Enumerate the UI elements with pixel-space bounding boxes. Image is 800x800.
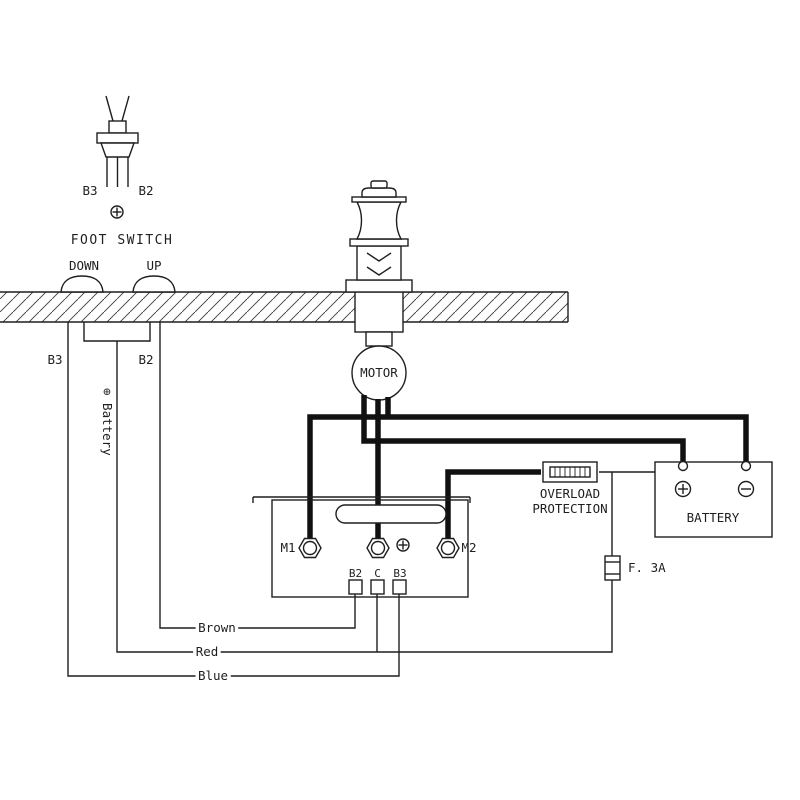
- terminal-c: [370, 579, 385, 595]
- down-label: DOWN: [69, 258, 99, 273]
- control-box-slot: [335, 504, 447, 524]
- down-button[interactable]: [60, 275, 104, 293]
- up-button[interactable]: [132, 275, 176, 293]
- battery-negative-icon: [737, 480, 755, 498]
- foot-switch-title: FOOT SWITCH: [71, 233, 174, 248]
- plug-terminal-b2-label: B2: [138, 183, 153, 198]
- battery-body: [654, 461, 773, 538]
- battery-feed-wire-label: ⊕ Battery: [100, 388, 115, 456]
- cable-motor-battery-positive: [361, 395, 686, 463]
- m2-label: M2: [461, 540, 476, 555]
- overload-protection: [542, 461, 598, 483]
- windlass-drum: [355, 201, 403, 240]
- fuse-body: [604, 555, 621, 581]
- deck: [0, 291, 569, 323]
- terminal-center: [366, 537, 390, 559]
- windlass-base: [345, 279, 413, 293]
- windlass-lower-flange: [349, 238, 409, 247]
- overload-label-line2: PROTECTION: [532, 501, 607, 516]
- box-b2-label: B2: [349, 567, 362, 580]
- deck-hatch: [0, 292, 568, 322]
- windlass-cap: [361, 187, 397, 198]
- plug-terminal-b3-label: B3: [82, 183, 97, 198]
- terminal-b2: [348, 579, 363, 595]
- m1-label: M1: [280, 540, 295, 555]
- windlass-below-deck: [354, 291, 404, 333]
- red-wire-label: Red: [196, 644, 219, 659]
- blue-wire-label: Blue: [198, 668, 228, 683]
- motor-label: MOTOR: [360, 365, 398, 380]
- battery-label: BATTERY: [687, 510, 740, 525]
- box-b3-label: B3: [393, 567, 406, 580]
- cable-m1-battery-negative: [307, 414, 749, 542]
- fuse: [604, 555, 621, 581]
- box-c-label: C: [374, 567, 381, 580]
- foot-switch-buttons: [60, 275, 176, 293]
- control-wiring: [67, 322, 655, 677]
- battery-post-positive: [677, 460, 689, 472]
- terminal-b3: [392, 579, 407, 595]
- windlass: [345, 180, 413, 347]
- overload-label-line1: OVERLOAD: [540, 486, 600, 501]
- terminal-m2: [436, 537, 460, 559]
- blue-wire: [67, 322, 400, 677]
- plus-circle-icon: [110, 205, 124, 219]
- wire-b3-label: B3: [47, 352, 62, 367]
- control-box-body: [271, 499, 469, 598]
- brown-wire-label: Brown: [198, 620, 236, 635]
- windlass-shaft: [365, 331, 393, 347]
- chain-chevron: [366, 252, 392, 262]
- brown-wire: [159, 322, 356, 629]
- windlass-top-flange: [351, 196, 407, 203]
- battery-post-negative: [740, 460, 752, 472]
- plus-circle-icon: [396, 538, 410, 552]
- foot-switch-plug: [96, 95, 139, 219]
- battery-positive-icon: [674, 480, 692, 498]
- up-label: UP: [146, 258, 161, 273]
- windlass-knob: [370, 180, 388, 189]
- terminal-m1: [298, 537, 322, 559]
- cable-m2-overload: [445, 469, 541, 542]
- battery: [654, 460, 773, 538]
- chain-chevron: [366, 266, 392, 276]
- wire-b2-label: B2: [138, 352, 153, 367]
- fuse-label: F. 3A: [628, 560, 666, 575]
- control-box: [252, 496, 471, 598]
- button-bracket: [83, 322, 151, 342]
